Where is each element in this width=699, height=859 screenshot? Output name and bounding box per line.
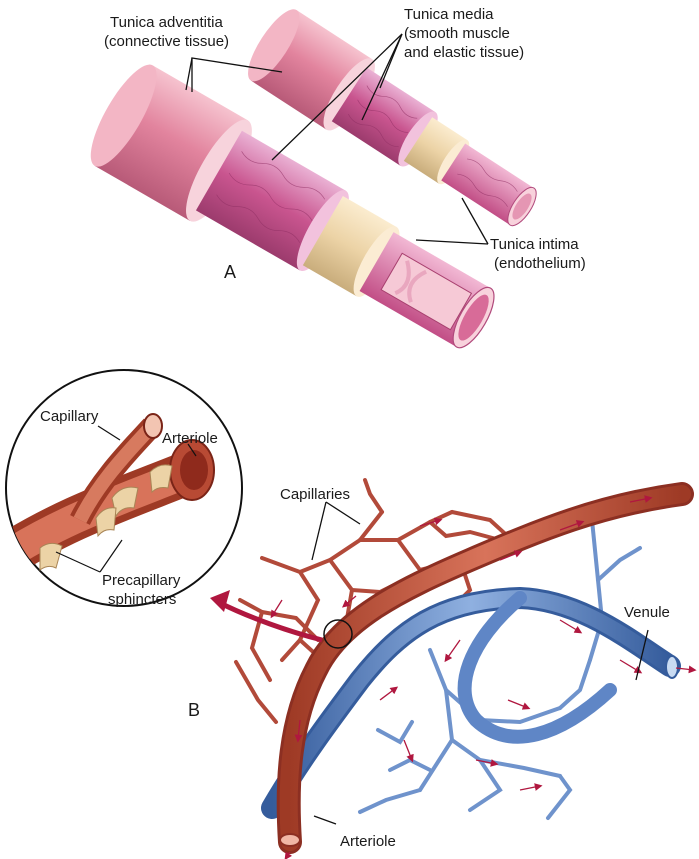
label-venule: Venule (624, 604, 670, 621)
venule-vessel (264, 589, 678, 816)
label-capillary: Capillary (40, 408, 99, 425)
panel-letter-a: A (224, 262, 237, 282)
flow-arrows (270, 495, 697, 859)
label-tunica-intima: Tunica intima (490, 236, 579, 253)
label-inset-arteriole: Arteriole (162, 430, 218, 447)
label-tunica-adventitia-sub: (connective tissue) (104, 33, 230, 50)
leader-lines-inset (55, 425, 197, 573)
panel-letter-b: B (188, 700, 201, 720)
arteriole-vessel (279, 485, 691, 851)
leader-lines-a (185, 33, 489, 245)
label-tunica-media-sub1: (smooth muscle (404, 25, 510, 42)
label-capillaries: Capillaries (280, 486, 351, 503)
vessel-cross-section-a (90, 9, 537, 349)
label-sphincters: sphincters (108, 591, 177, 608)
magnified-region-marker (323, 619, 353, 649)
precapillary-inset (5, 369, 243, 607)
label-tunica-media: Tunica media (404, 6, 494, 23)
label-precapillary: Precapillary (102, 572, 181, 589)
label-arteriole: Arteriole (340, 833, 396, 850)
label-tunica-adventitia: Tunica adventitia (110, 14, 223, 31)
leader-lines-b (311, 501, 649, 825)
label-tunica-media-sub2: and elastic tissue) (404, 44, 525, 61)
venous-capillaries (358, 518, 642, 820)
label-tunica-intima-sub: (endothelium) (494, 255, 586, 272)
